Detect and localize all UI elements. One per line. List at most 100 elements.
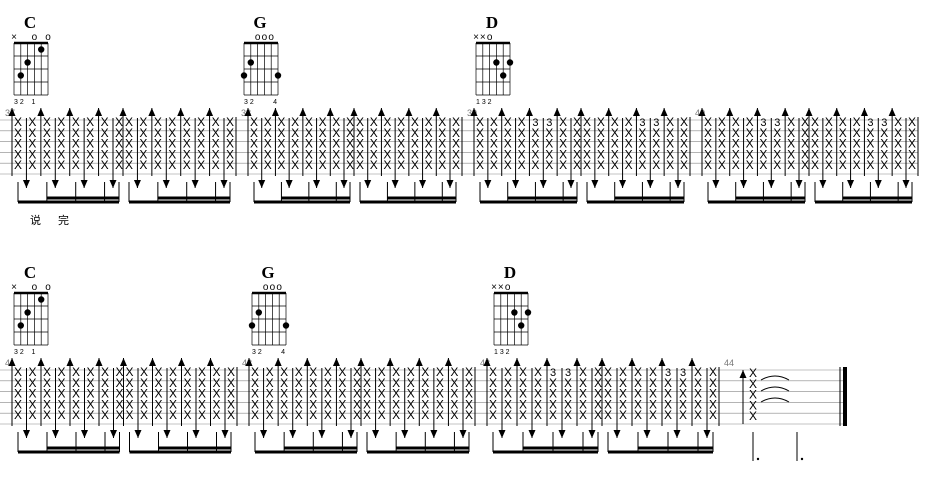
strum-x-mark: X [619,376,627,390]
strum-x-mark: X [305,158,313,172]
strum-x-mark: X [251,397,259,411]
strum-x-mark: X [101,158,109,172]
strum-x-mark: X [534,397,542,411]
strum-x-mark: X [309,387,317,401]
strum-x-mark: X [397,115,405,129]
strum-x-mark: X [476,147,484,161]
strum-x-mark: X [383,126,391,140]
strum-x-mark: X [407,408,415,422]
strum-x-mark: X [518,115,526,129]
strum-x-mark: X [549,387,557,401]
strum-x-mark: X [363,408,371,422]
strum-x-mark: X [227,376,235,390]
strum-x-mark: X [198,365,206,379]
strum-x-mark: X [392,365,400,379]
strum-x-mark: X [664,408,672,422]
strum-x-mark: X [264,137,272,151]
strum-x-mark: X [559,137,567,151]
strum-x-mark: X [894,126,902,140]
strum-x-mark: X [583,147,591,161]
strum-x-mark: X [198,376,206,390]
strum-x-mark: X [28,376,36,390]
finger-dot [500,72,507,79]
strum-x-mark: X [839,115,847,129]
open-string-icon: o [263,282,269,293]
strum-x-mark: X [625,147,633,161]
strum-x-mark: X [139,115,147,129]
strum-x-mark: X [212,115,220,129]
strum-x-mark: X [197,158,205,172]
strum-x-mark: X [594,397,602,411]
strum-x-mark: X [251,376,259,390]
strum-x-mark: X [140,387,148,401]
strum-x-mark: X [346,158,354,172]
open-string-icon: o [487,32,493,43]
up-strum-arrow-icon [888,108,896,116]
strum-x-mark: X [666,115,674,129]
strum-x-mark: X [531,147,539,161]
strum-x-mark: X [579,408,587,422]
down-strum-arrow-icon [539,180,547,188]
strum-x-mark: X [140,408,148,422]
strum-x-mark: X [759,158,767,172]
strum-x-mark: X [28,115,36,129]
strum-x-mark: X [680,126,688,140]
strum-x-mark: X [86,408,94,422]
strum-x-mark: X [597,158,605,172]
strum-x-mark: X [183,115,191,129]
up-strum-arrow-icon [357,358,365,366]
down-strum-arrow-icon [163,430,171,438]
up-strum-arrow-icon [120,358,127,366]
up-strum-arrow-icon [573,358,581,366]
strum-x-mark: X [251,387,259,401]
strum-x-mark: X [309,408,317,422]
strum-x-mark: X [370,126,378,140]
strum-x-mark: X [638,126,646,140]
strum-x-mark: X [72,387,80,401]
strum-x-mark: X [338,376,346,390]
up-strum-arrow-icon [498,108,506,116]
up-strum-arrow-icon [753,108,761,116]
strum-x-mark: X [709,397,717,411]
down-strum-arrow-icon [591,180,599,188]
strum-x-mark: X [421,397,429,411]
strum-x-mark: X [638,137,646,151]
strum-x-mark: X [125,115,133,129]
strum-x-mark: X [212,376,220,390]
down-strum-arrow-icon [712,180,720,188]
strum-x-mark: X [57,397,65,411]
strum-x-mark: X [504,387,512,401]
down-strum-arrow-icon [643,430,651,438]
strum-x-mark: X [490,147,498,161]
finger-dot [506,59,514,66]
strum-x-mark: X [407,365,415,379]
strum-x-mark: X [14,137,22,151]
down-strum-arrow-icon [528,430,536,438]
strum-x-mark: X [746,158,754,172]
strum-x-mark: X [305,137,313,151]
strum-x-mark: X [746,126,754,140]
strum-x-mark: X [709,365,717,379]
strum-x-mark: X [72,147,80,161]
strum-x-mark: X [227,365,235,379]
finger-dot [24,309,31,316]
strum-x-mark: X [694,376,702,390]
strum-x-mark: X [436,397,444,411]
down-strum-arrow-icon [767,180,775,188]
strum-x-mark: X [853,137,861,151]
strum-x-mark: X [594,376,602,390]
strum-x-mark: X [564,376,572,390]
strum-x-mark: X [356,126,364,140]
strum-x-mark: X [353,365,361,379]
strum-x-mark: X [154,376,162,390]
strum-x-mark: X [115,365,123,379]
strum-x-mark: X [407,387,415,401]
chord-name: D [486,13,498,32]
down-strum-arrow-icon [22,180,30,188]
down-strum-arrow-icon [674,180,682,188]
strum-x-mark: X [450,387,458,401]
strum-x-mark: X [198,397,206,411]
strum-x-mark: X [619,387,627,401]
strum-x-mark: X [277,137,285,151]
